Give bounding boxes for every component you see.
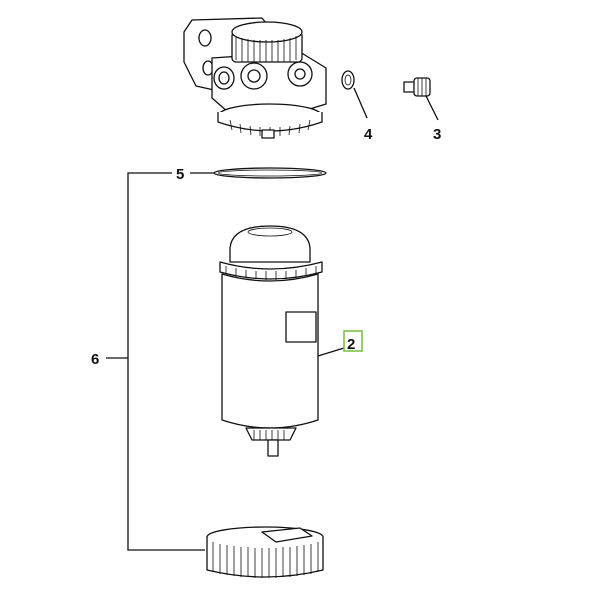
callout-5[interactable]: 5	[176, 166, 184, 183]
callout-2[interactable]: 2	[347, 336, 355, 353]
callout-6[interactable]: 6	[91, 351, 99, 368]
filter-head[interactable]	[183, 17, 327, 139]
bottom-cap[interactable]	[206, 526, 324, 578]
filter-element[interactable]	[219, 225, 345, 457]
callout-3[interactable]: 3	[433, 126, 441, 143]
assembly-bracket	[106, 172, 214, 551]
bleed-screw[interactable]	[403, 77, 439, 121]
o-ring-washer[interactable]	[341, 70, 368, 119]
callout-2-highlight	[343, 330, 363, 352]
callout-4[interactable]: 4	[364, 126, 373, 143]
seal-ring[interactable]	[213, 167, 327, 179]
